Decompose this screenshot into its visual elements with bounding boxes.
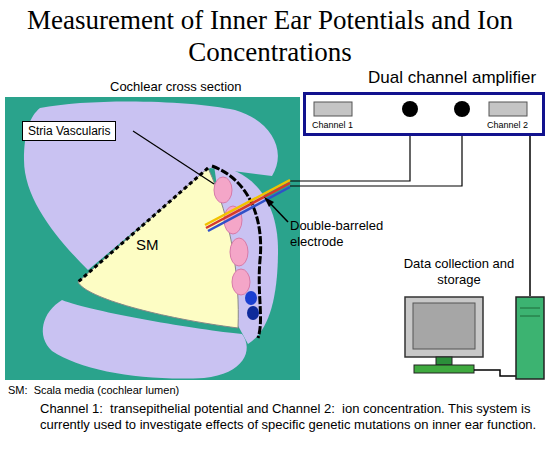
scala-media: [78, 168, 238, 328]
monitor-stand: [436, 357, 452, 365]
stria-cell: [214, 177, 232, 203]
monitor: [405, 297, 483, 357]
input-knob: [402, 101, 418, 117]
stria-cell: [232, 269, 250, 295]
electrode-barrel: [205, 180, 290, 225]
monitor-base: [414, 365, 474, 373]
arrow-head: [264, 197, 274, 207]
cable: [474, 370, 518, 376]
electrode-label: Double-barreled electrode: [290, 218, 390, 250]
tower: [516, 297, 544, 379]
wire-connector: [530, 136, 531, 296]
blue-cell: [247, 306, 259, 320]
display-window: [489, 102, 527, 116]
reissner-membrane: [78, 168, 208, 282]
abbreviation-note: SM: Scala media (cochlear lumen): [8, 384, 179, 396]
blue-cell: [245, 291, 257, 305]
callout-box: Stria Vascularis: [22, 121, 116, 141]
section-label: Cochlear cross section: [110, 79, 242, 94]
channel-label: Channel 2: [487, 120, 528, 130]
amplifier-heading: Dual channel amplifier: [368, 68, 549, 88]
structure-label: Stria Vascularis: [28, 124, 110, 138]
screen: [413, 303, 475, 349]
display-window: [314, 102, 352, 116]
channel-label: Channel 1: [312, 120, 353, 130]
stria-cell: [230, 238, 248, 266]
drive-slot: [520, 308, 540, 309]
tissue-ground: [5, 97, 300, 380]
amplifier-box: Dual channel amplifierChannel 1Channel 2: [303, 92, 545, 136]
drive-slot: [520, 316, 540, 317]
electrode-barrel: [206, 183, 290, 228]
region-label: SM: [136, 236, 159, 253]
figure-caption: Channel 1: transepithelial potential and…: [40, 401, 540, 433]
leader-line: [133, 131, 214, 184]
wire-line: [529, 136, 531, 296]
diagram-title: Measurement of Inner Ear Potentials and …: [10, 4, 530, 68]
outer-boundary: [212, 166, 261, 338]
computer-drawing: [400, 296, 547, 382]
electrode-barrel: [208, 187, 290, 231]
computer-node: Data collection and storage: [400, 296, 547, 382]
computer-heading: Data collection and storage: [400, 256, 518, 288]
input-knob: [454, 101, 470, 117]
